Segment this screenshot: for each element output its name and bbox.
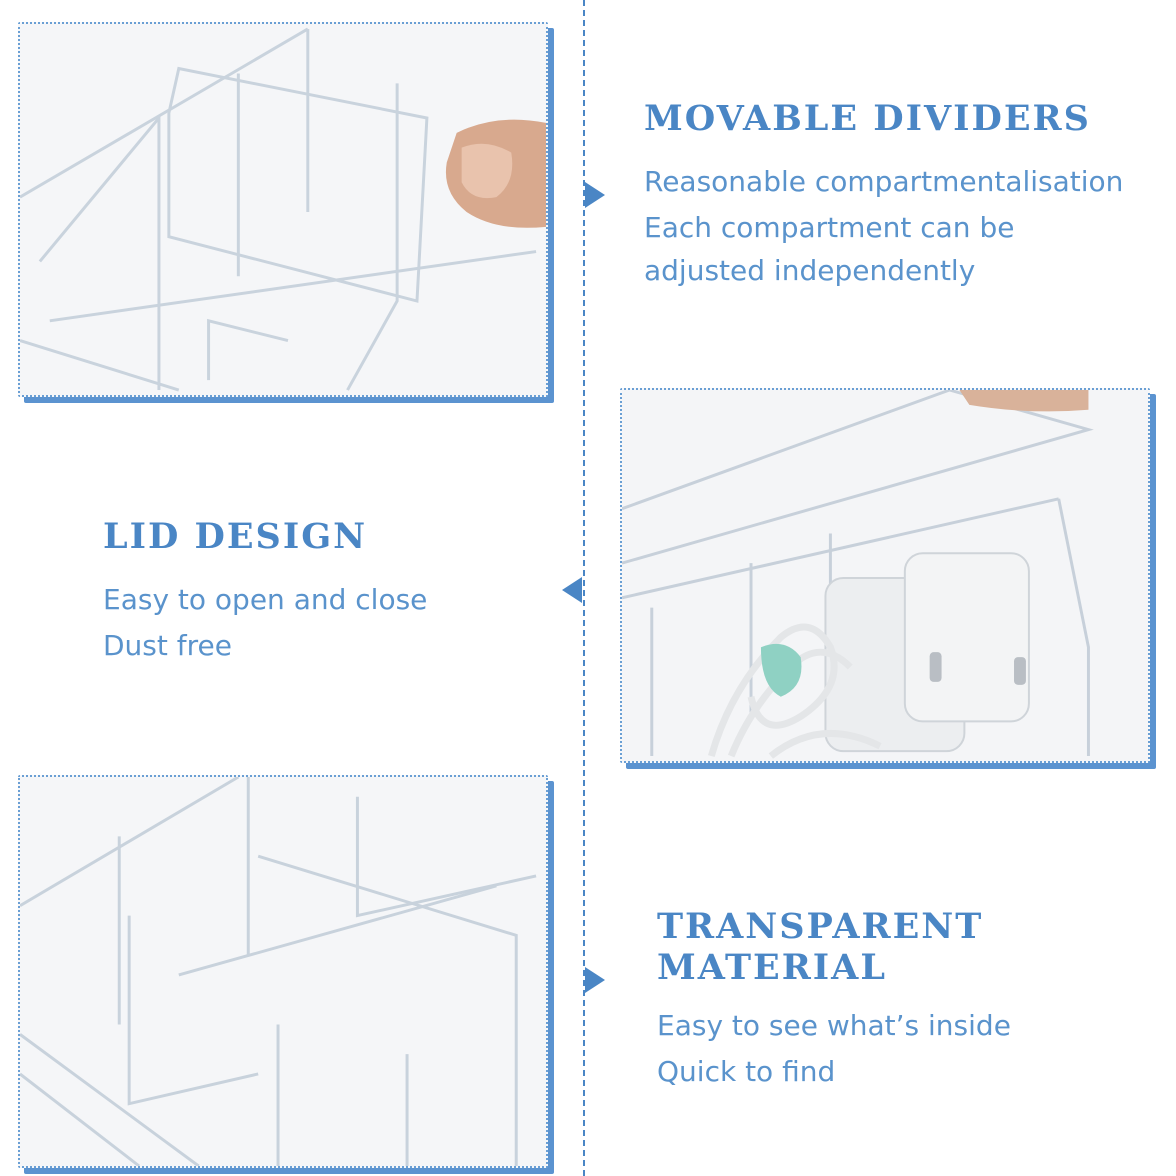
feature-line: Each compartment can be [644,211,1015,244]
photo-lid-design [620,388,1150,763]
feature-title: MATERIAL [657,947,887,988]
arrow-left-icon [562,577,582,603]
arrow-right-icon [585,967,605,993]
feature-title: TRANSPARENT [657,906,984,947]
feature-line: Quick to find [657,1055,836,1088]
feature-title: LID DESIGN [103,516,368,557]
arrow-right-icon [585,182,605,208]
feature-line: Reasonable compartmentalisation [644,165,1124,198]
photo-transparent-material [18,775,548,1168]
feature-lid-design: LID DESIGN Easy to open and close Dust f… [103,516,553,669]
feature-title: MOVABLE DIVIDERS [644,98,1091,139]
feature-line: Dust free [103,629,232,662]
feature-movable-dividers: MOVABLE DIVIDERS Reasonable compartmenta… [644,98,1169,291]
photo-movable-dividers [18,22,548,397]
feature-transparent-material: TRANSPARENT MATERIAL Easy to see what’s … [657,906,1157,1095]
center-divider-line [583,0,585,1176]
feature-line: Easy to open and close [103,583,428,616]
feature-line: Easy to see what’s inside [657,1009,1011,1042]
feature-line: adjusted independently [644,254,976,287]
